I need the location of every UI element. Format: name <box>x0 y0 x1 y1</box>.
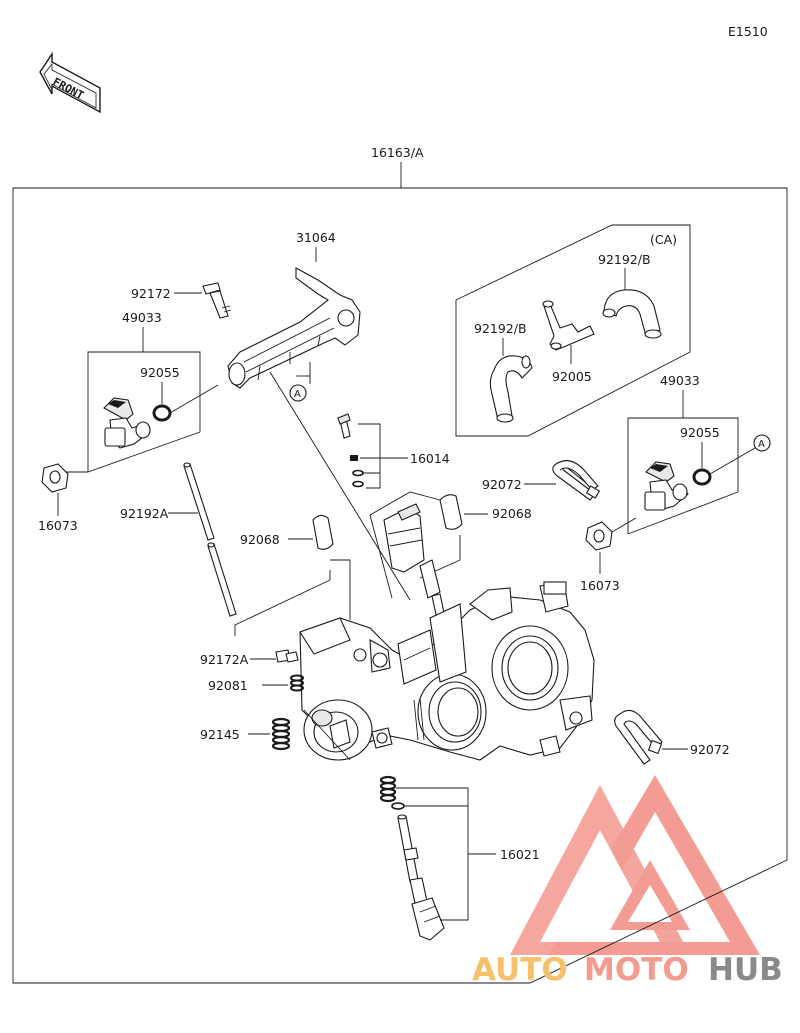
bolt-92172: 92172 <box>131 282 232 319</box>
watermark-part3: HUB <box>708 952 783 988</box>
label-92055-left: 92055 <box>140 365 180 380</box>
label-92068-right: 92068 <box>492 506 532 521</box>
washer-16073-left: 16073 <box>38 463 78 533</box>
watermark-part1: AUTO <box>472 952 568 988</box>
washer-16073-right: 16073 <box>580 517 637 593</box>
assembly-frame: 16163/A <box>12 145 788 984</box>
label-92005: 92005 <box>552 369 592 384</box>
label-16021: 16021 <box>500 847 540 862</box>
label-31064: 31064 <box>296 230 336 245</box>
spring-92145: 92145 <box>200 717 291 751</box>
label-16073-right: 16073 <box>580 578 620 593</box>
clamp-92072-bottom: 92072 <box>614 709 730 765</box>
ref-a-right: A <box>758 439 765 450</box>
label-92081: 92081 <box>208 678 248 693</box>
label-92172a: 92172A <box>200 652 249 667</box>
label-92192a: 92192A <box>120 506 169 521</box>
diagram-code: E1510 <box>728 24 768 39</box>
throttle-body <box>299 581 595 761</box>
injector-right: 49033 92055 A <box>627 373 771 535</box>
cap-92068-left: 92068 <box>240 514 351 620</box>
label-92172: 92172 <box>131 286 171 301</box>
watermark-logo <box>510 775 760 955</box>
injector-left: 49033 92055 <box>65 310 219 473</box>
bolt-92172a: 92172A <box>200 649 299 667</box>
sensor-16014: 16014 <box>337 413 450 599</box>
watermark-part2: MOTO <box>584 952 689 988</box>
spring-92081: 92081 <box>208 674 304 693</box>
ref-a-left: A <box>294 389 301 400</box>
label-92072-top: 92072 <box>482 477 522 492</box>
cap-92068-right: 92068 <box>419 494 532 579</box>
label-49033-left: 49033 <box>122 310 162 325</box>
label-49033-right: 49033 <box>660 373 700 388</box>
watermark-text: AUTO MOTO HUB <box>472 952 783 988</box>
label-92145: 92145 <box>200 727 240 742</box>
label-92072-bottom: 92072 <box>690 742 730 757</box>
label-92068-left: 92068 <box>240 532 280 547</box>
label-92055-right: 92055 <box>680 425 720 440</box>
label-16073-left: 16073 <box>38 518 78 533</box>
idle-screw-16021: 16021 <box>379 775 540 941</box>
label-92192b-left: 92192/B <box>474 321 527 336</box>
front-arrow-icon: FRONT <box>39 51 101 114</box>
label-assembly: 16163/A <box>371 145 424 160</box>
label-16014: 16014 <box>410 451 450 466</box>
fuel-rail-group: 31064 A <box>227 230 411 601</box>
label-92192b-top: 92192/B <box>598 252 651 267</box>
label-ca-group: (CA) <box>650 232 677 247</box>
hose-92192a: 92192A <box>120 462 331 636</box>
clamp-92072-top: 92072 <box>482 460 601 501</box>
ca-group: (CA) 92192/B 92192/B 92005 <box>455 224 691 437</box>
